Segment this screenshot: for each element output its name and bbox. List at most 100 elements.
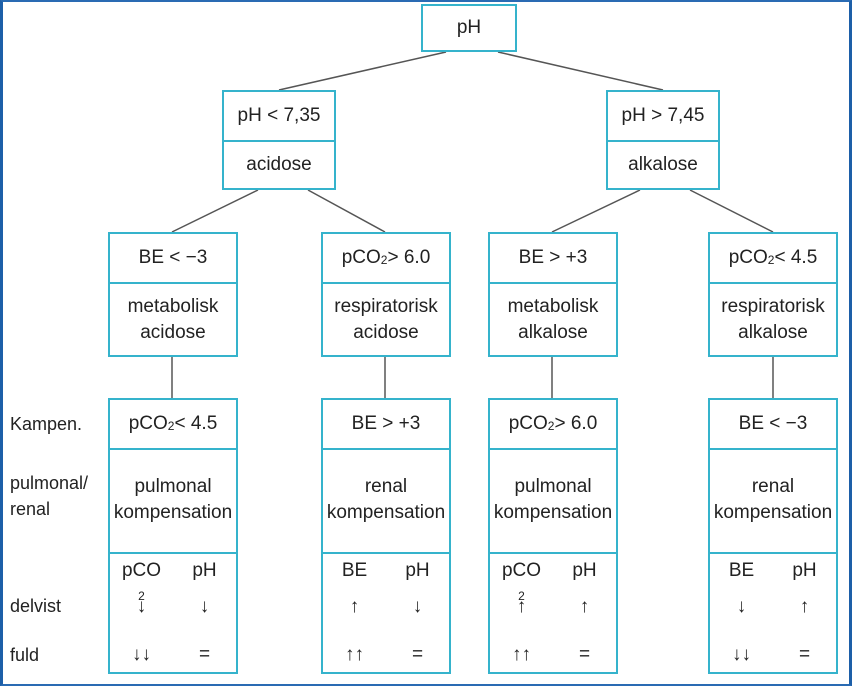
type-name: metabolisk alkalose — [507, 295, 599, 343]
connector-alkalose-to-respiratory — [689, 189, 774, 233]
comp-divider-bottom — [710, 552, 836, 554]
delvist-cell: ↑ — [799, 596, 810, 617]
fuld-row: ↓↓ = — [710, 644, 836, 666]
acidose-label: acidose — [246, 154, 312, 175]
row-label-kampen: Kampen. — [10, 414, 83, 434]
connector-root-to-alkalose — [497, 51, 664, 91]
comp-divider-bottom — [490, 552, 616, 554]
comp-header-row: BE pH — [323, 560, 449, 582]
comp-criterion-text: BE < −3 — [738, 413, 808, 434]
comp-divider-top — [110, 448, 236, 450]
type-name: respiratorisk acidose — [334, 295, 438, 343]
fuld-cell: ↓↓ — [132, 644, 151, 665]
comp-divider-top — [710, 448, 836, 450]
alkalose-box: pH > 7,45 alkalose — [606, 90, 720, 190]
delvist-row: ↑↑ — [490, 596, 616, 618]
comp-criterion-text: pCO — [128, 413, 168, 434]
row-label-fuld: fuld — [10, 645, 40, 665]
delvist-cell: ↓ — [412, 596, 423, 617]
criterion-text: BE < −3 — [138, 247, 208, 268]
fuld-cell: ↓↓ — [732, 644, 751, 665]
comp-name: pulmonal kompensation — [493, 476, 613, 523]
header-cell: pH — [192, 560, 217, 581]
comp-divider-top — [490, 448, 616, 450]
alkalose-label: alkalose — [628, 154, 698, 175]
row-label-delvist: delvist — [10, 596, 62, 616]
comp-criterion-text: pCO — [508, 413, 548, 434]
type-divider — [490, 282, 616, 284]
delvist-row: ↓↓ — [110, 596, 236, 618]
connector-root-to-acidose — [278, 51, 447, 91]
delvist-cell: ↑ — [349, 596, 360, 617]
comp-header-row: BE pH — [710, 560, 836, 582]
delvist-cell: ↑ — [579, 596, 590, 617]
fuld-cell: = — [578, 644, 591, 665]
type-name: metabolisk acidose — [127, 295, 219, 343]
criterion-suffix: > 6.0 — [387, 247, 431, 268]
fuld-cell: ↑↑ — [512, 644, 531, 665]
fuld-cell: ↑↑ — [345, 644, 364, 665]
header-cell: BE — [728, 560, 755, 581]
type-divider — [110, 282, 236, 284]
delvist-cell: ↑ — [516, 596, 527, 617]
acidose-divider — [224, 140, 334, 142]
alkalose-divider — [608, 140, 718, 142]
type-box-metabolic-acidosis: BE < −3 metabolisk acidose — [108, 232, 238, 357]
comp-name: renal kompensation — [713, 476, 833, 523]
comp-divider-bottom — [323, 552, 449, 554]
acidose-condition: pH < 7,35 — [237, 105, 321, 126]
delvist-row: ↑↓ — [323, 596, 449, 618]
type-divider — [710, 282, 836, 284]
header-cell: pH — [792, 560, 817, 581]
comp-criterion-suffix: > 6.0 — [554, 413, 598, 434]
header-cell: pH — [572, 560, 597, 581]
delvist-cell: ↓ — [136, 596, 147, 617]
type-box-metabolic-alkalosis: BE > +3 metabolisk alkalose — [488, 232, 618, 357]
acidose-box: pH < 7,35 acidose — [222, 90, 336, 190]
fuld-cell: = — [411, 644, 424, 665]
comp-criterion: BE > +3 — [323, 400, 449, 448]
connector-acidose-to-respiratory — [307, 189, 386, 233]
fuld-row: ↑↑ = — [323, 644, 449, 666]
comp-divider-bottom — [110, 552, 236, 554]
delvist-cell: ↓ — [736, 596, 747, 617]
type-criterion: BE < −3 — [110, 234, 236, 282]
comp-criterion-suffix: < 4.5 — [174, 413, 218, 434]
type-criterion: BE > +3 — [490, 234, 616, 282]
type-divider — [323, 282, 449, 284]
connector-alkalose-to-metabolic — [551, 189, 641, 233]
comp-name: pulmonal kompensation — [113, 476, 233, 523]
header-cell: BE — [341, 560, 368, 581]
fuld-cell: = — [198, 644, 211, 665]
header-cell: pH — [405, 560, 430, 581]
delvist-row: ↓↑ — [710, 596, 836, 618]
alkalose-condition: pH > 7,45 — [621, 105, 705, 126]
criterion-suffix: < 4.5 — [774, 247, 818, 268]
criterion-text: pCO — [341, 247, 381, 268]
root-label: pH — [456, 17, 482, 38]
comp-criterion-text: BE > +3 — [351, 413, 421, 434]
type-name: respiratorisk alkalose — [721, 295, 825, 343]
comp-criterion: BE < −3 — [710, 400, 836, 448]
delvist-cell: ↓ — [199, 596, 210, 617]
connector-acidose-to-metabolic — [171, 189, 259, 233]
fuld-cell: = — [798, 644, 811, 665]
row-label-pulmonal-renal: pulmonal/ renal — [10, 473, 89, 519]
